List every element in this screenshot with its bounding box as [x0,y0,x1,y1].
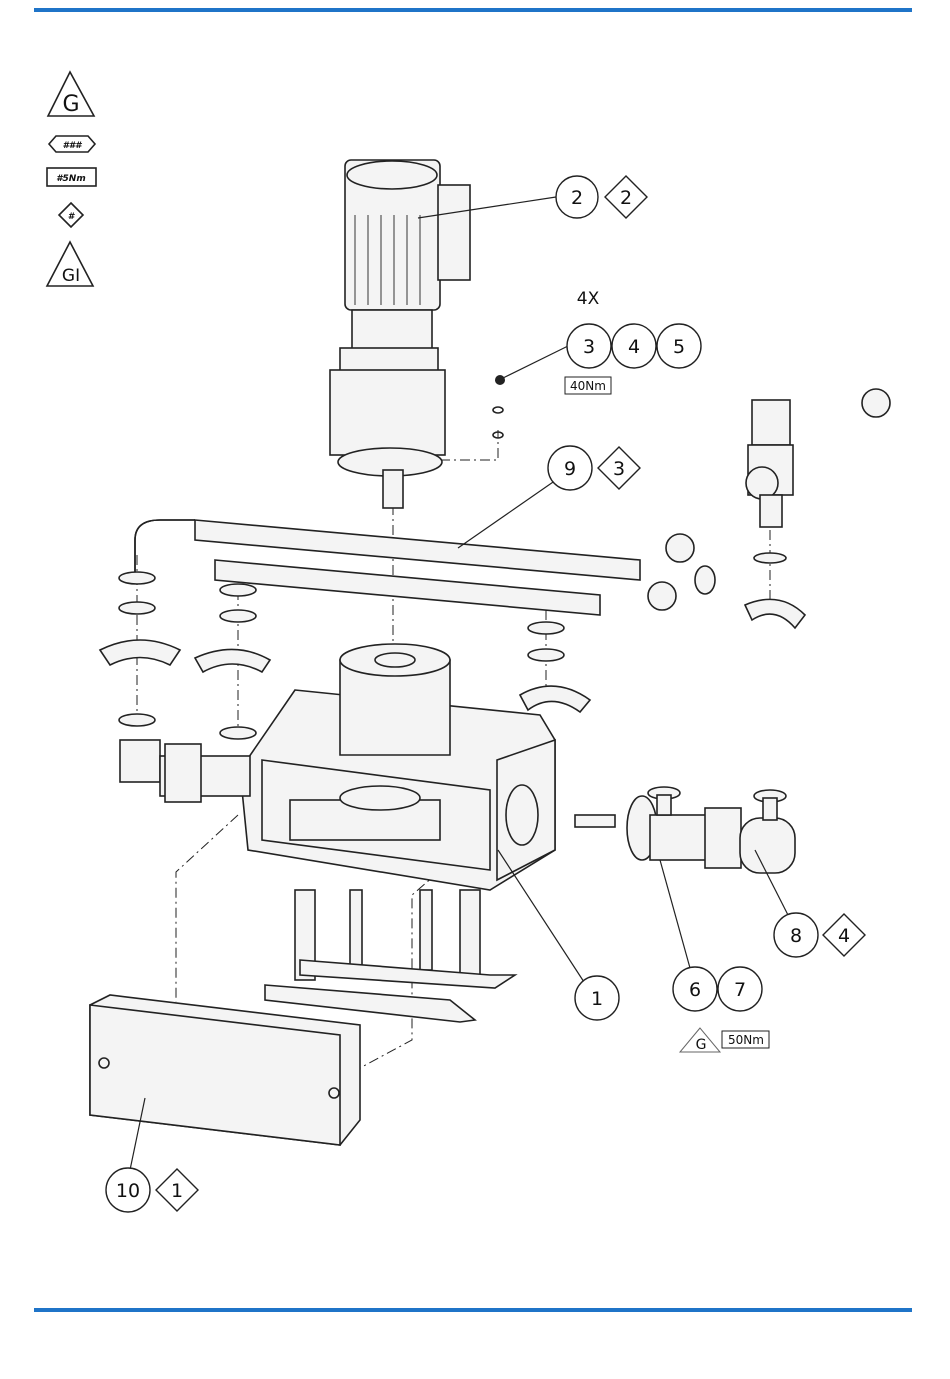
callout-motor-number: 2 [571,187,583,209]
legend-thread-sealant-symbol: G [48,72,94,117]
callout-fastener-4: 4 [628,336,640,358]
legend: G ### #5Nm # GI [47,72,96,286]
legend-thread-sealant-text: G [62,92,79,117]
callout-coupling-torque: 50Nm [728,1033,764,1047]
callout-pipework: 9 3 [458,446,640,548]
cover-plate [90,995,360,1145]
pump-housing [119,644,555,1022]
legend-grease-text: GI [62,266,80,286]
callout-fastener-3: 3 [583,336,595,358]
legend-torque-symbol: #5Nm [47,168,96,186]
legend-grease-symbol: GI [47,242,93,286]
callout-pump-head-number: 8 [790,925,802,947]
callout-coupling-7: 7 [734,979,746,1001]
callout-coupling: 6 7 G 50Nm [660,860,769,1053]
callout-fastener-5: 5 [673,336,685,358]
legend-quantity-text: ### [63,141,84,151]
quantity-label: 4X [577,289,600,309]
callout-pipework-number: 9 [564,458,576,480]
legend-quantity-symbol: ### [49,136,95,152]
callout-coupling-6: 6 [689,979,701,1001]
bolt-washers [493,375,505,438]
callout-housing-number: 1 [591,988,603,1010]
callout-coupling-thread: G [696,1037,707,1053]
legend-spare-part-text: # [68,212,76,222]
callout-fasteners: 3 4 5 40Nm [503,324,701,394]
callout-pipework-diamond: 3 [613,458,625,480]
callout-housing: 1 [498,850,619,1020]
callout-cover-number: 10 [116,1180,140,1202]
motor-gearbox [330,160,470,508]
legend-torque-text: #5Nm [56,174,85,184]
callout-cover-diamond: 1 [171,1180,183,1202]
legend-spare-part-symbol: # [59,203,83,227]
callout-pump-head-diamond: 4 [838,925,850,947]
right-pump-head [575,787,795,873]
callout-fastener-torque: 40Nm [570,379,606,393]
callout-motor-diamond: 2 [620,187,632,209]
